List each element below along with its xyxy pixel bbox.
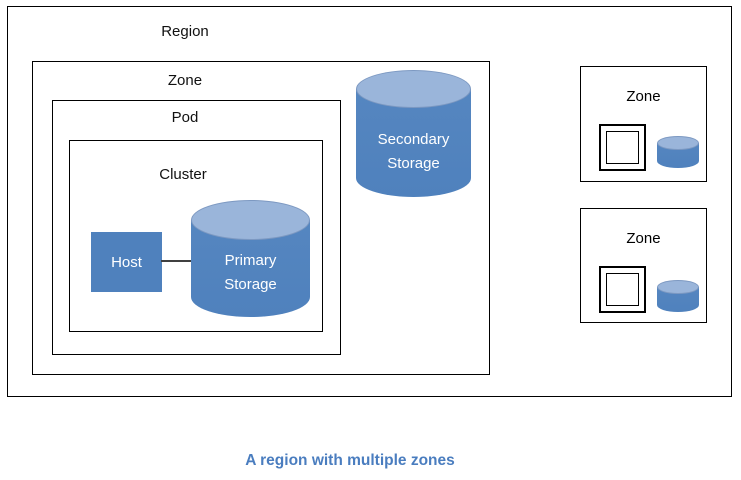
right-zone-2-label: Zone (626, 230, 661, 247)
cylinder-top-ellipse (657, 136, 699, 150)
main-zone-box (32, 61, 490, 375)
host-box: Host (91, 232, 162, 292)
inner-square-icon (606, 131, 639, 164)
primary-storage-cylinder: Primary Storage (191, 200, 310, 317)
primary-storage-label-line2: Storage (224, 276, 277, 293)
region-box (7, 6, 732, 397)
secondary-storage-label: Secondary Storage (356, 128, 471, 176)
cluster-label: Cluster (159, 166, 207, 183)
right-zone-box-2: Zone (580, 208, 707, 323)
host-storage-connector-line (161, 260, 192, 262)
pod-box (52, 100, 341, 355)
pod-label: Pod (171, 109, 199, 126)
caption: A region with multiple zones (245, 452, 455, 469)
nested-squares-icon (599, 266, 646, 313)
main-zone-label: Zone (167, 72, 203, 89)
nested-squares-icon (599, 124, 646, 171)
primary-storage-label: Primary Storage (191, 249, 310, 297)
secondary-storage-cylinder: Secondary Storage (356, 70, 471, 197)
host-label: Host (111, 253, 142, 271)
cluster-box (69, 140, 323, 332)
storage-cylinder-icon (657, 136, 699, 168)
right-zone-1-label: Zone (626, 88, 661, 105)
storage-cylinder-icon (657, 280, 699, 312)
cylinder-top-ellipse (356, 70, 471, 108)
secondary-storage-label-line2: Storage (387, 155, 440, 172)
region-label: Region (161, 23, 209, 40)
secondary-storage-label-line1: Secondary (377, 131, 450, 148)
primary-storage-label-line1: Primary (224, 252, 277, 269)
cylinder-top-ellipse (657, 280, 699, 294)
cylinder-top-ellipse (191, 200, 310, 240)
right-zone-box-1: Zone (580, 66, 707, 182)
inner-square-icon (606, 273, 639, 306)
